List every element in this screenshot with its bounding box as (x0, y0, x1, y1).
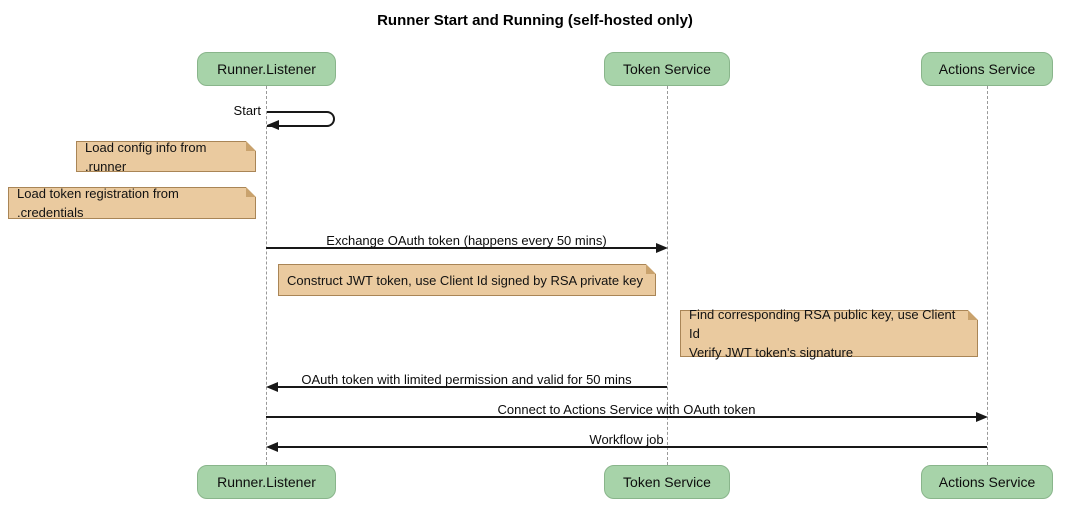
note-verify-jwt: Find corresponding RSA public key, use C… (680, 307, 978, 360)
message-exchange-oauth-label: Exchange OAuth token (happens every 50 m… (326, 233, 607, 248)
note-verify-jwt-line1: Find corresponding RSA public key, use C… (689, 307, 956, 341)
message-workflow-job-line (275, 446, 987, 448)
lifeline-actions-service (987, 86, 988, 465)
arrowhead-left-icon (267, 120, 279, 130)
lifeline-token-service (667, 86, 668, 465)
message-connect-actions-line (266, 416, 978, 418)
arrowhead-right-icon (976, 412, 988, 422)
arrowhead-left-icon (266, 442, 278, 452)
participant-token-service-bottom: Token Service (604, 465, 730, 499)
note-fold-icon (646, 264, 656, 274)
message-oauth-token-line (275, 386, 667, 388)
lifeline-runner-listener (266, 86, 267, 465)
note-construct-jwt: Construct JWT token, use Client Id signe… (278, 264, 656, 296)
participant-runner-listener-top: Runner.Listener (197, 52, 336, 86)
participant-actions-service-top: Actions Service (921, 52, 1053, 86)
diagram-title: Runner Start and Running (self-hosted on… (377, 12, 693, 29)
arrowhead-right-icon (656, 243, 668, 253)
note-load-token-registration: Load token registration from .credential… (8, 186, 256, 220)
note-load-config: Load config info from .runner (76, 140, 256, 174)
participant-token-service-top: Token Service (604, 52, 730, 86)
arrowhead-left-icon (266, 382, 278, 392)
participant-actions-service-bottom: Actions Service (921, 465, 1053, 499)
note-verify-jwt-line2: Verify JWT token's signature (689, 345, 854, 360)
note-load-config-text: Load config info from .runner (85, 139, 207, 174)
message-oauth-token-label: OAuth token with limited permission and … (301, 372, 632, 387)
note-fold-icon (968, 310, 978, 320)
message-start-loop-line (267, 111, 335, 127)
message-connect-actions-label: Connect to Actions Service with OAuth to… (497, 402, 756, 417)
note-construct-jwt-text: Construct JWT token, use Client Id signe… (287, 272, 643, 288)
note-load-token-registration-text: Load token registration from .credential… (17, 186, 179, 220)
participant-runner-listener-bottom: Runner.Listener (197, 465, 336, 499)
note-fold-icon (246, 141, 256, 151)
message-exchange-oauth-line (266, 247, 658, 249)
message-start-label: Start (233, 103, 261, 118)
note-fold-icon (246, 187, 256, 197)
message-workflow-job-label: Workflow job (589, 432, 664, 447)
